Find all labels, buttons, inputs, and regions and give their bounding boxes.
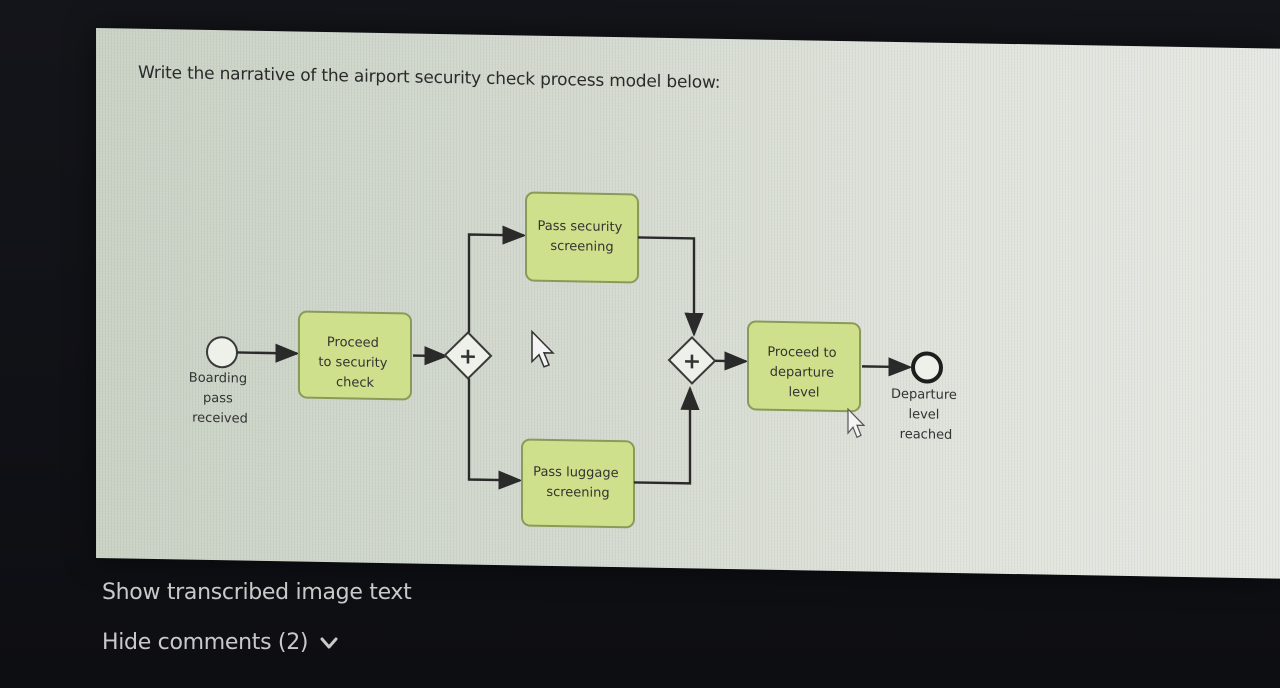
flow-join-to-departure [715, 351, 749, 371]
hide-comments-label: Hide comments (2) [102, 630, 309, 655]
split-gateway-symbol: + [459, 344, 477, 369]
task-proceed-security: Proceed to security check [298, 310, 412, 401]
flow-departure-to-end [862, 357, 913, 377]
start-event-label: Boarding pass received [189, 371, 251, 427]
flow-security-to-split [413, 346, 449, 366]
bpmn-diagram: Boarding pass received Proceed to securi… [189, 191, 961, 529]
task-pass-security: Pass security screening [525, 191, 639, 284]
end-event-label: Departure level reached [891, 387, 961, 443]
start-event [206, 336, 238, 369]
flow-luggage-screening-to-join [634, 385, 700, 485]
flow-start-to-security [237, 343, 300, 363]
show-transcribed-text-link[interactable]: Show transcribed image text [102, 580, 412, 605]
flow-split-to-luggage-screening [467, 378, 523, 490]
question-image: Write the narrative of the airport secur… [96, 28, 1280, 579]
chevron-down-icon [318, 632, 340, 654]
task-proceed-departure-label: Proceed to departure level [767, 345, 840, 401]
parallel-split-gateway: + [443, 331, 493, 380]
task-proceed-security-label: Proceed to security check [318, 335, 391, 391]
end-event [911, 351, 943, 384]
join-gateway-symbol: + [683, 349, 701, 374]
task-pass-luggage-label: Pass luggage screening [533, 465, 623, 502]
parallel-join-gateway: + [667, 335, 717, 385]
mouse-cursor-icon [531, 329, 555, 368]
flow-security-screening-to-join [638, 236, 704, 337]
task-pass-luggage: Pass luggage screening [521, 438, 635, 529]
flow-split-to-security-screening [467, 225, 527, 333]
task-pass-security-label: Pass security screening [538, 219, 627, 256]
hide-comments-toggle[interactable]: Hide comments (2) [102, 630, 340, 655]
task-proceed-departure: Proceed to departure level [747, 320, 861, 413]
mouse-cursor-icon-small [847, 407, 866, 439]
